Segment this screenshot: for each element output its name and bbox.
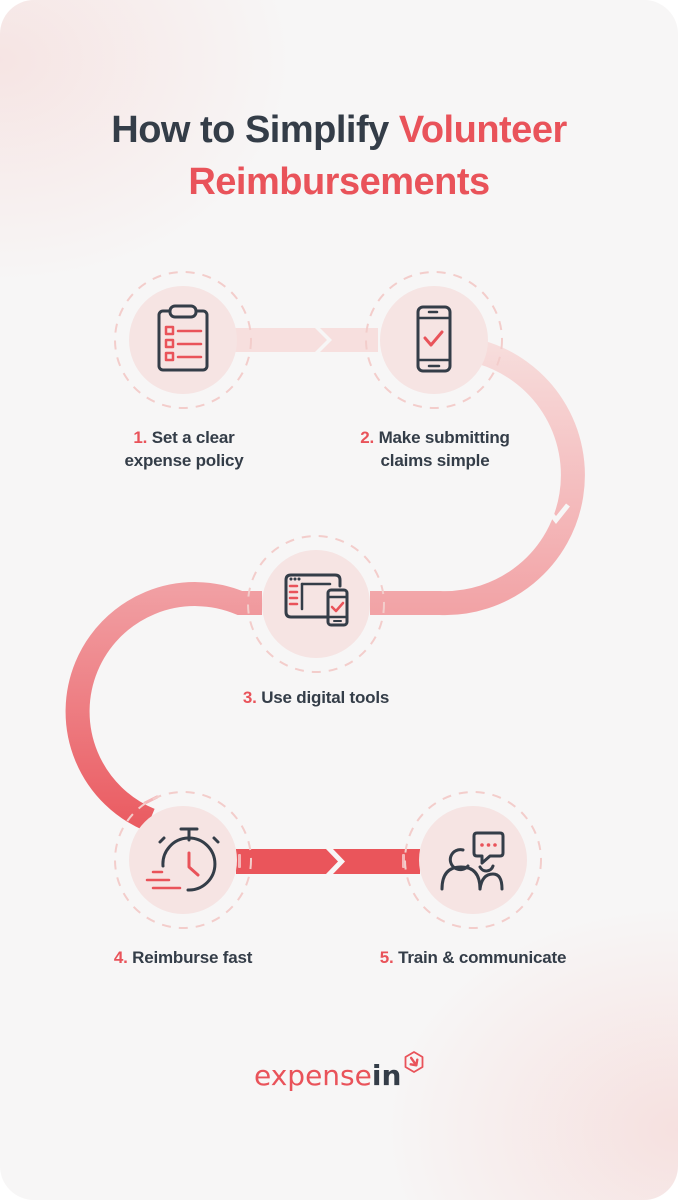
step-3-label: 3. Use digital tools (216, 686, 416, 709)
title-dark-part: How to Simplify (111, 109, 399, 151)
connector-4-to-5 (236, 849, 420, 874)
title-accent-part-2: Reimbursements (188, 161, 490, 203)
logo-wordmark: expensein (254, 1056, 401, 1096)
step-4-number: 4. (113, 948, 128, 967)
step-4-text: Reimburse fast (132, 948, 253, 967)
title-accent-part-1: Volunteer (398, 109, 567, 151)
clipboard-checklist-icon (157, 304, 209, 372)
step-1-label: 1. Set a clear expense policy (100, 426, 268, 472)
connector-2-to-3 (370, 340, 585, 616)
smartphone-check-icon (416, 305, 452, 373)
step-5-label: 5. Train & communicate (356, 946, 590, 969)
step-1-number: 1. (133, 428, 148, 447)
step-1-node (114, 271, 252, 409)
step-2-text-line2: claims simple (380, 451, 490, 470)
step-1-text-line2: expense policy (124, 451, 244, 470)
logo-text-bold: in (371, 1059, 402, 1092)
step-2-text-line1: Make submitting (378, 428, 510, 447)
page-title: How to Simplify Volunteer Reimbursements (0, 104, 678, 208)
step-1-text-line1: Set a clear (151, 428, 235, 447)
step-5-node (404, 791, 542, 929)
step-2-number: 2. (360, 428, 375, 447)
stopwatch-fast-icon (145, 827, 220, 892)
step-5-text: Train & communicate (398, 948, 567, 967)
step-3-text: Use digital tools (261, 688, 390, 707)
connector-1-to-2 (230, 328, 378, 352)
logo-text-main: expense (254, 1059, 372, 1092)
people-chat-icon (440, 831, 505, 891)
step-2-node (365, 271, 503, 409)
step-4-label: 4. Reimburse fast (90, 946, 276, 969)
arrow-hexagon-icon (405, 1051, 424, 1073)
step-3-number: 3. (242, 688, 257, 707)
brand-logo: expensein (254, 1050, 426, 1094)
step-2-label: 2. Make submitting claims simple (340, 426, 530, 472)
browser-and-phone-icon (284, 573, 349, 627)
step-5-number: 5. (379, 948, 394, 967)
step-4-node (114, 791, 252, 929)
step-3-node (247, 535, 385, 673)
